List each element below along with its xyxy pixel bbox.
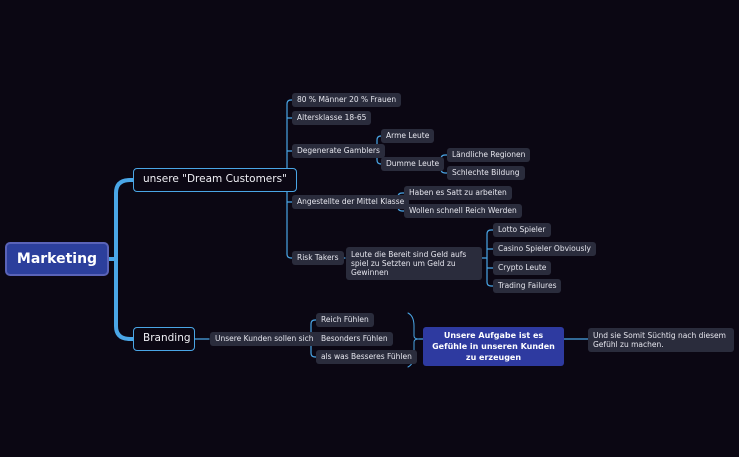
node-gamblers[interactable]: Degenerate Gamblers <box>292 144 385 158</box>
node-tired-of-work[interactable]: Haben es Satt zu arbeiten <box>404 186 512 200</box>
node-risk-takers[interactable]: Risk Takers <box>292 251 344 265</box>
node-feel-better[interactable]: als was Besseres Fühlen <box>316 350 417 364</box>
node-risk-description[interactable]: Leute die Bereit sind Geld aufs spiel zu… <box>346 247 482 280</box>
root-trunk <box>114 178 135 341</box>
node-lotto-players[interactable]: Lotto Spieler <box>493 223 551 237</box>
branch-dream-customers[interactable]: unsere "Dream Customers" <box>133 168 297 192</box>
node-gender[interactable]: 80 % Männer 20 % Frauen <box>292 93 402 107</box>
node-make-addicted[interactable]: Und sie Somit Süchtig nach diesem Gefühl… <box>588 328 734 352</box>
node-casino-players[interactable]: Casino Spieler Obviously <box>493 242 596 256</box>
node-get-rich-fast[interactable]: Wollen schnell Reich Werden <box>404 204 522 218</box>
node-age[interactable]: Altersklasse 18-65 <box>292 111 372 125</box>
root-node-marketing[interactable]: Marketing <box>5 242 109 276</box>
summary-our-task[interactable]: Unsere Aufgabe ist es Gefühle in unseren… <box>423 327 564 366</box>
node-employees[interactable]: Angestellte der Mittel Klasse <box>292 195 410 209</box>
branch-branding[interactable]: Branding <box>133 327 195 351</box>
node-poor-people[interactable]: Arme Leute <box>381 129 435 143</box>
customers-trunk <box>286 99 294 259</box>
node-dumb-people[interactable]: Dumme Leute <box>381 157 445 171</box>
node-customers-should-feel[interactable]: Unsere Kunden sollen sich : <box>210 332 324 346</box>
node-feel-rich[interactable]: Reich Fühlen <box>316 313 374 327</box>
node-bad-education[interactable]: Schlechte Bildung <box>447 166 525 180</box>
node-rural-regions[interactable]: Ländliche Regionen <box>447 148 531 162</box>
node-trading-failures[interactable]: Trading Failures <box>493 279 562 293</box>
node-feel-special[interactable]: Besonders Fühlen <box>316 332 393 346</box>
node-crypto-people[interactable]: Crypto Leute <box>493 261 552 275</box>
